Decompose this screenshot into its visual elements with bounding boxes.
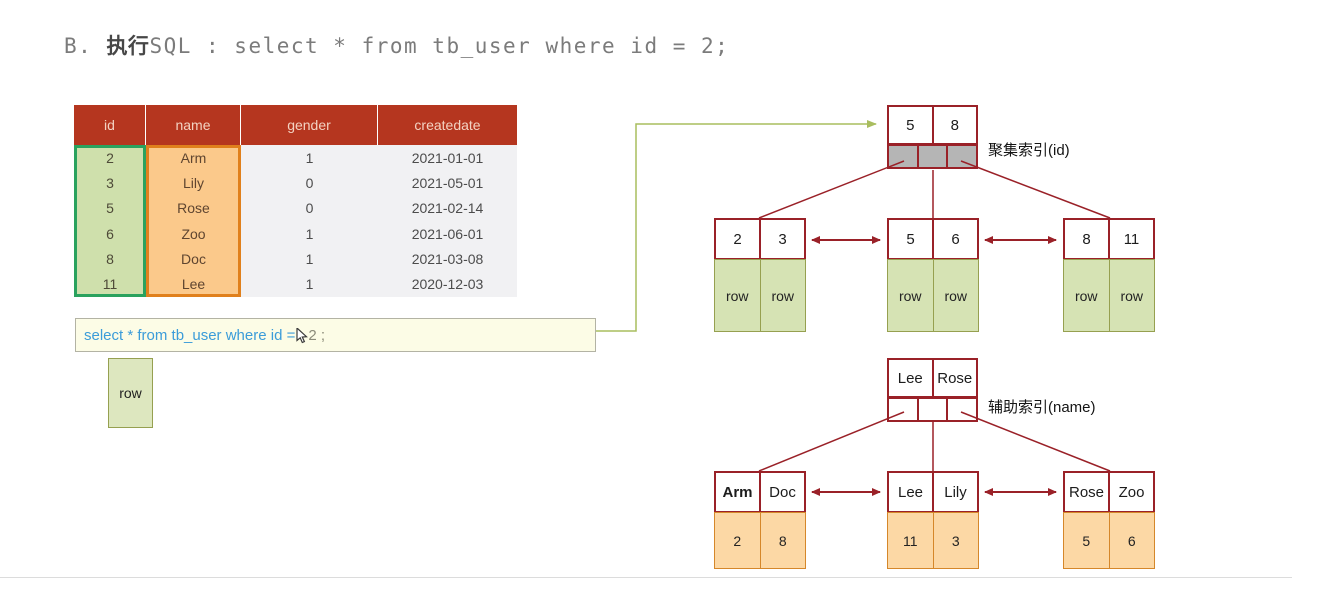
clustered-index-root-node: 5 8: [887, 105, 978, 169]
row-data-cell: row: [771, 287, 795, 304]
slide-title: B. 执行SQL : select * from tb_user where i…: [64, 30, 729, 60]
row-data-cell: row: [944, 287, 968, 304]
index-key-cell: Arm: [716, 473, 761, 511]
table-cell: Doc: [146, 246, 241, 272]
index-key-cell: 11: [1123, 230, 1140, 248]
primary-key-cell: 3: [951, 532, 960, 549]
sql-query-text: select * from tb_user where id =: [84, 326, 296, 344]
clustered-leaf-node-3: 8 11 row row: [1063, 218, 1155, 332]
table-header-createdate: createdate: [378, 105, 517, 145]
secondary-index-root-node: Lee Rose: [887, 358, 978, 422]
title-chinese: 执行: [106, 34, 150, 58]
table-cell: 5: [74, 195, 146, 221]
pointer-cell: [918, 146, 949, 167]
root-to-leaf-edge: [758, 160, 905, 219]
pointer-cell: [889, 399, 919, 420]
row-data-cell: row: [715, 260, 761, 331]
root-to-leaf-edge: [758, 411, 905, 472]
table-cell: 0: [241, 195, 378, 221]
secondary-leaf-node-3: Rose Zoo 5 6: [1063, 471, 1155, 569]
pointer-cell: [948, 146, 977, 167]
table-header-name: name: [146, 105, 241, 145]
index-key-cell: Lily: [944, 483, 967, 501]
table-cell: 1: [241, 271, 378, 297]
index-key-cell: 2: [716, 220, 761, 258]
secondary-leaf-node-1: Arm Doc 2 8: [714, 471, 806, 569]
pointer-cell: [948, 399, 977, 420]
table-cell: Lily: [146, 170, 241, 196]
table-cell: 2021-01-01: [378, 145, 517, 171]
table-cell: 0: [241, 170, 378, 196]
bottom-divider: [0, 577, 1292, 578]
table-cell: Arm: [146, 145, 241, 171]
title-sql: SQL : select * from tb_user where id = 2…: [149, 34, 730, 58]
primary-key-cell: 5: [1064, 513, 1110, 568]
secondary-leaf-node-2: Lee Lily 11 3: [887, 471, 979, 569]
primary-key-cell: 11: [888, 513, 934, 568]
row-data-cell: row: [1064, 260, 1110, 331]
tb-user-table: id name gender createdate 2 Arm 1 2021-0…: [74, 105, 517, 297]
table-cell: 2021-02-14: [378, 195, 517, 221]
table-cell: 2020-12-03: [378, 271, 517, 297]
table-cell: 2021-03-08: [378, 246, 517, 272]
table-cell: Rose: [146, 195, 241, 221]
table-cell: 2: [74, 145, 146, 171]
index-key-cell: Doc: [769, 483, 796, 501]
index-key-cell: 5: [889, 107, 934, 143]
stray-row-label: row: [119, 385, 142, 401]
table-cell: 3: [74, 170, 146, 196]
row-data-cell: row: [888, 260, 934, 331]
table-cell: 2021-06-01: [378, 220, 517, 247]
index-key-cell: Zoo: [1118, 483, 1145, 501]
table-header-id: id: [74, 105, 146, 145]
stray-row-box: row: [108, 358, 153, 428]
index-key-cell: Lee: [889, 360, 934, 396]
table-cell: Zoo: [146, 220, 241, 247]
table-cell: 1: [241, 145, 378, 171]
index-key-cell: Rose: [1065, 473, 1110, 511]
pointer-cell: [918, 399, 949, 420]
secondary-index-label: 辅助索引(name): [988, 399, 1096, 416]
table-cell: 2021-05-01: [378, 170, 517, 196]
row-data-cell: row: [1120, 287, 1144, 304]
table-cell: 6: [74, 220, 146, 247]
sql-query-text-after: 2 ;: [308, 326, 326, 344]
primary-key-cell: 2: [715, 513, 761, 568]
title-prefix: B.: [64, 34, 107, 58]
index-key-cell: 5: [889, 220, 934, 258]
clustered-leaf-node-2: 5 6 row row: [887, 218, 979, 332]
table-cell: 1: [241, 246, 378, 272]
primary-key-cell: 8: [778, 532, 787, 549]
index-key-cell: Lee: [889, 473, 934, 511]
table-header-gender: gender: [241, 105, 378, 145]
sql-query-box: select * from tb_user where id = 2 ;: [75, 318, 596, 352]
clustered-leaf-node-1: 2 3 row row: [714, 218, 806, 332]
table-cell: Lee: [146, 271, 241, 297]
table-cell: 8: [74, 246, 146, 272]
primary-key-cell: 6: [1127, 532, 1136, 549]
index-key-cell: 6: [951, 230, 960, 248]
table-cell: 11: [74, 271, 146, 297]
clustered-index-label: 聚集索引(id): [988, 142, 1070, 159]
root-to-leaf-edge: [960, 160, 1111, 219]
root-to-leaf-edge: [960, 411, 1111, 472]
index-key-cell: 8: [950, 116, 959, 134]
table-cell: 1: [241, 220, 378, 247]
mouse-cursor-icon: [296, 328, 309, 344]
index-key-cell: 3: [778, 230, 787, 248]
pointer-cell: [889, 146, 919, 167]
index-key-cell: 8: [1065, 220, 1110, 258]
index-key-cell: Rose: [937, 369, 973, 387]
